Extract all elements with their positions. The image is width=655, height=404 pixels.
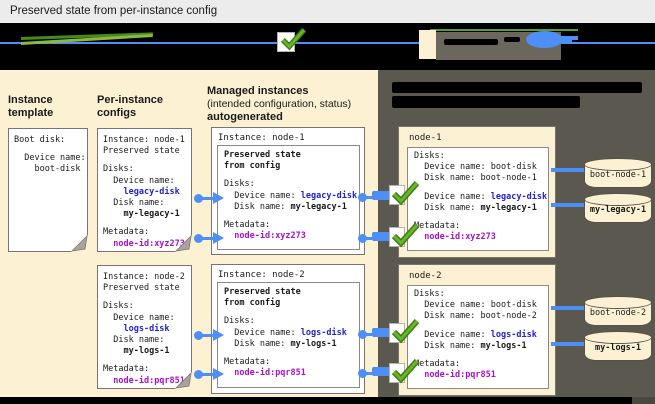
disk-connector-line [551,168,584,172]
blue-arrowhead-icon [213,329,224,341]
connector-line [364,237,374,240]
header-instance-template: Instance template [8,94,53,120]
blue-arrowhead-icon [213,368,224,380]
disk-connector-line [551,306,584,310]
header-line: Managed instances [207,85,309,97]
bottom-bar-right [632,397,655,404]
disk-label: boot-node-2 [589,308,647,318]
vm-detail-box: Disks: Device name: boot-disk Disk name:… [407,147,549,251]
vm-panel-obscured-heading-line-2 [392,96,580,108]
connector-dot [194,370,203,379]
header-per-instance-configs: Per-instance configs [97,94,163,120]
disk-cylinder-icon: boot-node-1 [584,158,652,190]
vm-name: node-1 [409,133,442,143]
connector-line [364,196,374,199]
instance-template-note: Boot disk: Device name: boot-disk [8,128,88,252]
connector-dot [194,331,203,340]
bottom-bar [0,397,655,404]
blue-fat-arrow-icon [372,191,391,200]
page-title: Preserved state from per-instance config [10,5,218,17]
vm-detail-text: Disks: Device name: boot-disk Disk name:… [414,289,537,381]
blue-arrowhead-icon [213,232,224,244]
header-line: (intended configuration, status) [207,98,352,110]
vm-panel-obscured-heading-line-1 [392,82,642,93]
vm-node-1: node-1 Disks: Device name: boot-disk Dis… [398,126,556,258]
header-line: template [8,107,54,119]
connector-line [201,334,215,337]
vm-name: node-2 [409,271,442,281]
disk-label: my-logs-1 [594,343,642,353]
dog-ear-icon [175,235,192,252]
legend-blue-arrow-step [560,40,572,43]
managed-instance-title: Instance: node-1 [218,133,305,143]
connector-line [364,333,374,336]
dog-ear-icon [71,235,88,252]
disk-label: my-legacy-1 [589,205,647,215]
blue-fat-arrow-icon [372,232,391,241]
connector-dot [358,234,367,243]
disk-cylinder-icon: my-legacy-1 [584,193,652,225]
green-checkmark-icon [391,359,420,384]
header-line: autogenerated [207,111,283,123]
connector-dot [194,194,203,203]
legend-obscured-text-1 [444,39,498,45]
connector-line [201,197,215,200]
dog-ear-icon [175,372,192,389]
legend-blue-line [0,42,655,44]
blue-fat-arrow-icon [372,328,391,337]
disk-cylinder-icon: my-logs-1 [584,331,652,363]
cylinder-cap [584,193,652,206]
connector-line [201,373,215,376]
cylinder-cap [584,158,652,171]
legend-blue-arrow-tail [550,36,578,40]
legend-blue-arrow-pill-icon [526,31,563,48]
legend-strip [0,23,655,70]
header-line: Instance [8,94,53,106]
title-bar: Preserved state from per-instance config [0,0,655,23]
green-checkmark-icon [391,181,420,206]
connector-dot [194,234,203,243]
cylinder-cap [584,296,652,309]
green-checkmark-icon [391,319,420,344]
legend-green-thin-line [430,29,578,31]
connector-line [201,237,215,240]
disk-connector-line [551,203,584,207]
legend-checkmark-icon [280,27,307,51]
connector-dot [358,193,367,202]
cylinder-cap [584,331,652,344]
connector-dot [358,369,367,378]
connector-dot [358,330,367,339]
blue-fat-arrow-icon [372,367,391,376]
disk-connector-line [551,342,584,346]
connector-line [364,372,374,375]
header-line: Per-instance [97,94,164,106]
vm-detail-box: Disks: Device name: boot-disk Disk name:… [407,285,549,389]
managed-instance-title: Instance: node-2 [218,270,305,280]
green-checkmark-icon [391,223,420,248]
disk-cylinder-icon: boot-node-2 [584,296,652,328]
vm-node-2: node-2 Disks: Device name: boot-disk Dis… [398,264,556,396]
legend-beige-swatch-icon [419,30,436,59]
header-managed-instances: Managed instances (intended configuratio… [207,85,351,124]
blue-arrowhead-icon [213,192,224,204]
disk-label: boot-node-1 [589,170,647,180]
header-line: configs [97,107,137,119]
vm-detail-text: Disks: Device name: boot-disk Disk name:… [414,151,548,243]
legend-obscured-text-2 [504,37,520,42]
instance-template-text: Boot disk: Device name: boot-disk [14,135,86,175]
